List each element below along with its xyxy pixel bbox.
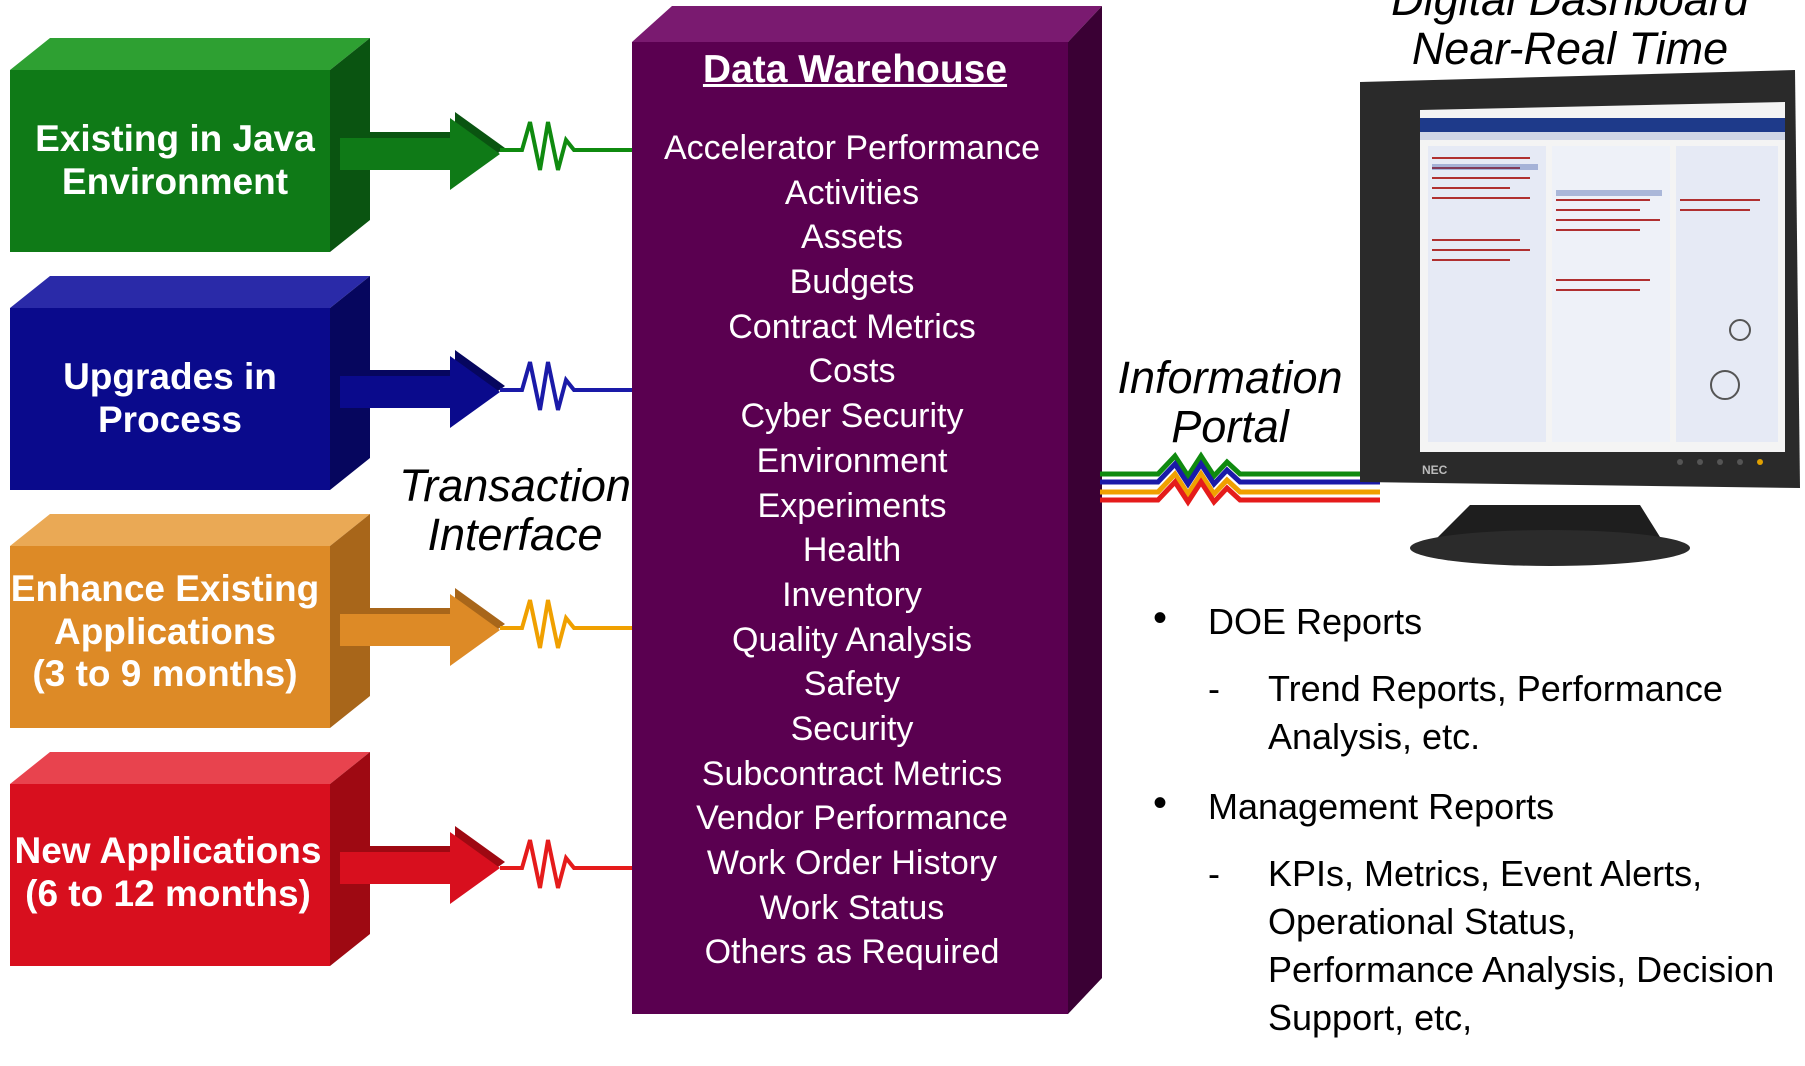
warehouse-item: Activities — [784, 173, 920, 212]
monitor — [1360, 70, 1800, 566]
warehouse-title: Data Warehouse — [702, 48, 1008, 91]
source-label-new: New Applications (6 to 12 months) — [3, 830, 333, 915]
bullet-text: DOE Reports — [1208, 601, 1423, 642]
warehouse-item: Contract Metrics — [728, 307, 976, 346]
source-label-upgrades: Upgrades in Process — [5, 356, 335, 441]
signal-line-upgrades — [500, 361, 632, 411]
bullet-dot-icon: • — [1153, 596, 1168, 640]
source-label-line: Process — [98, 398, 242, 440]
warehouse-item: Quality Analysis — [732, 620, 972, 659]
diagram-canvas — [10, 6, 1800, 1014]
report-bullet-list: • DOE Reports - Trend Reports, Performance… — [1138, 596, 1798, 1066]
dash-icon: - — [1208, 853, 1220, 895]
label-line: Digital Dashboard — [1360, 0, 1780, 25]
signal-line-enhance — [500, 599, 632, 649]
arrow-java — [340, 112, 505, 190]
source-label-line: Applications — [53, 610, 277, 652]
warehouse-item: Environment — [756, 441, 948, 480]
source-label-line: Upgrades in — [63, 356, 277, 397]
warehouse-item: Health — [802, 531, 902, 570]
warehouse-item: Vendor Performance — [696, 799, 1008, 838]
source-box-enhance — [10, 514, 370, 728]
warehouse-item: Work Order History — [706, 844, 998, 882]
bullet-item: • DOE Reports — [1138, 596, 1798, 643]
sub-bullet-text: Trend Reports, Performance Analysis, etc… — [1268, 668, 1723, 758]
source-label-line: Existing in Java — [35, 118, 315, 159]
warehouse-item: Budgets — [789, 263, 915, 302]
sub-bullet-item: - KPIs, Metrics, Event Alerts, Operationa… — [1138, 850, 1778, 1042]
source-label-line: New Applications — [14, 830, 322, 871]
data-warehouse-block — [632, 6, 1102, 1014]
label-line: Interface — [427, 508, 603, 560]
label-line: Information — [1117, 352, 1343, 403]
source-label-line: (3 to 9 months) — [32, 653, 298, 695]
warehouse-item: Experiments — [757, 486, 947, 525]
bullet-dot-icon: • — [1153, 780, 1168, 825]
dashboard-label: Digital Dashboard Near-Real Time — [1360, 0, 1780, 73]
label-line: Near-Real Time — [1411, 22, 1729, 74]
arrow-upgrades — [340, 350, 505, 428]
warehouse-item: Costs — [808, 352, 896, 391]
portal-lines — [1100, 451, 1380, 507]
warehouse-item: Subcontract Metrics — [701, 754, 1003, 793]
warehouse-item: Cyber Security — [740, 397, 964, 436]
warehouse-item: Security — [790, 709, 914, 748]
warehouse-item: Work Status — [759, 888, 945, 927]
warehouse-item: Safety — [803, 665, 901, 704]
source-label-line: (6 to 12 months) — [25, 872, 311, 914]
bullet-item: • Management Reports — [1138, 781, 1798, 828]
signal-line-java — [500, 121, 632, 171]
source-box-new — [10, 752, 370, 966]
monitor-brand: NEC — [1422, 463, 1448, 477]
transaction-interface-label: Transaction Interface — [385, 460, 645, 560]
source-box-upgrades — [10, 276, 370, 490]
warehouse-item: Accelerator Performance — [663, 129, 1041, 167]
source-label-line: Environment — [61, 160, 289, 202]
source-box-java — [10, 38, 370, 252]
sub-bullet-text: KPIs, Metrics, Event Alerts, Operational… — [1268, 853, 1775, 1038]
sub-bullet-item: - Trend Reports, Performance Analysis, et… — [1138, 665, 1778, 761]
source-label-enhance: Enhance Existing Applications (3 to 9 mo… — [0, 568, 330, 696]
information-portal-label: Information Portal — [1110, 352, 1350, 452]
warehouse-item: Inventory — [782, 575, 922, 614]
source-label-line: Enhance Existing — [10, 568, 320, 609]
source-label-java: Existing in Java Environment — [10, 118, 340, 203]
warehouse-item: Assets — [800, 218, 904, 257]
arrow-enhance — [340, 588, 505, 666]
arrow-new — [340, 826, 505, 904]
dash-icon: - — [1208, 668, 1220, 710]
warehouse-item: Others as Required — [704, 933, 1000, 972]
label-line: Transaction — [399, 460, 631, 511]
signal-line-new — [500, 839, 632, 889]
bullet-text: Management Reports — [1208, 785, 1555, 827]
label-line: Portal — [1171, 400, 1289, 452]
